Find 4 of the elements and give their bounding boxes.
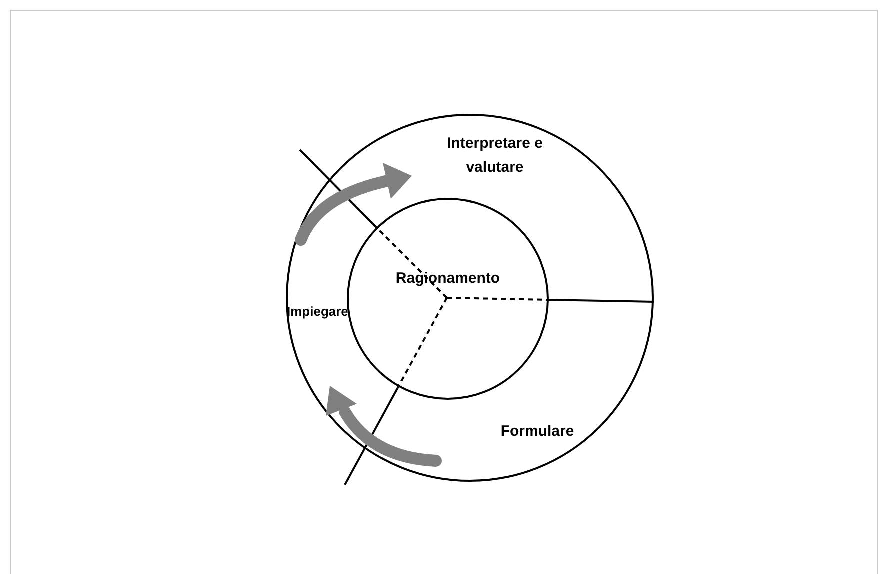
sector-label: Formulare — [490, 420, 585, 444]
inner-circle — [347, 198, 549, 400]
circle-label: Ragionamento — [396, 270, 500, 287]
sector-label: Interpretare e valutare — [420, 132, 570, 180]
